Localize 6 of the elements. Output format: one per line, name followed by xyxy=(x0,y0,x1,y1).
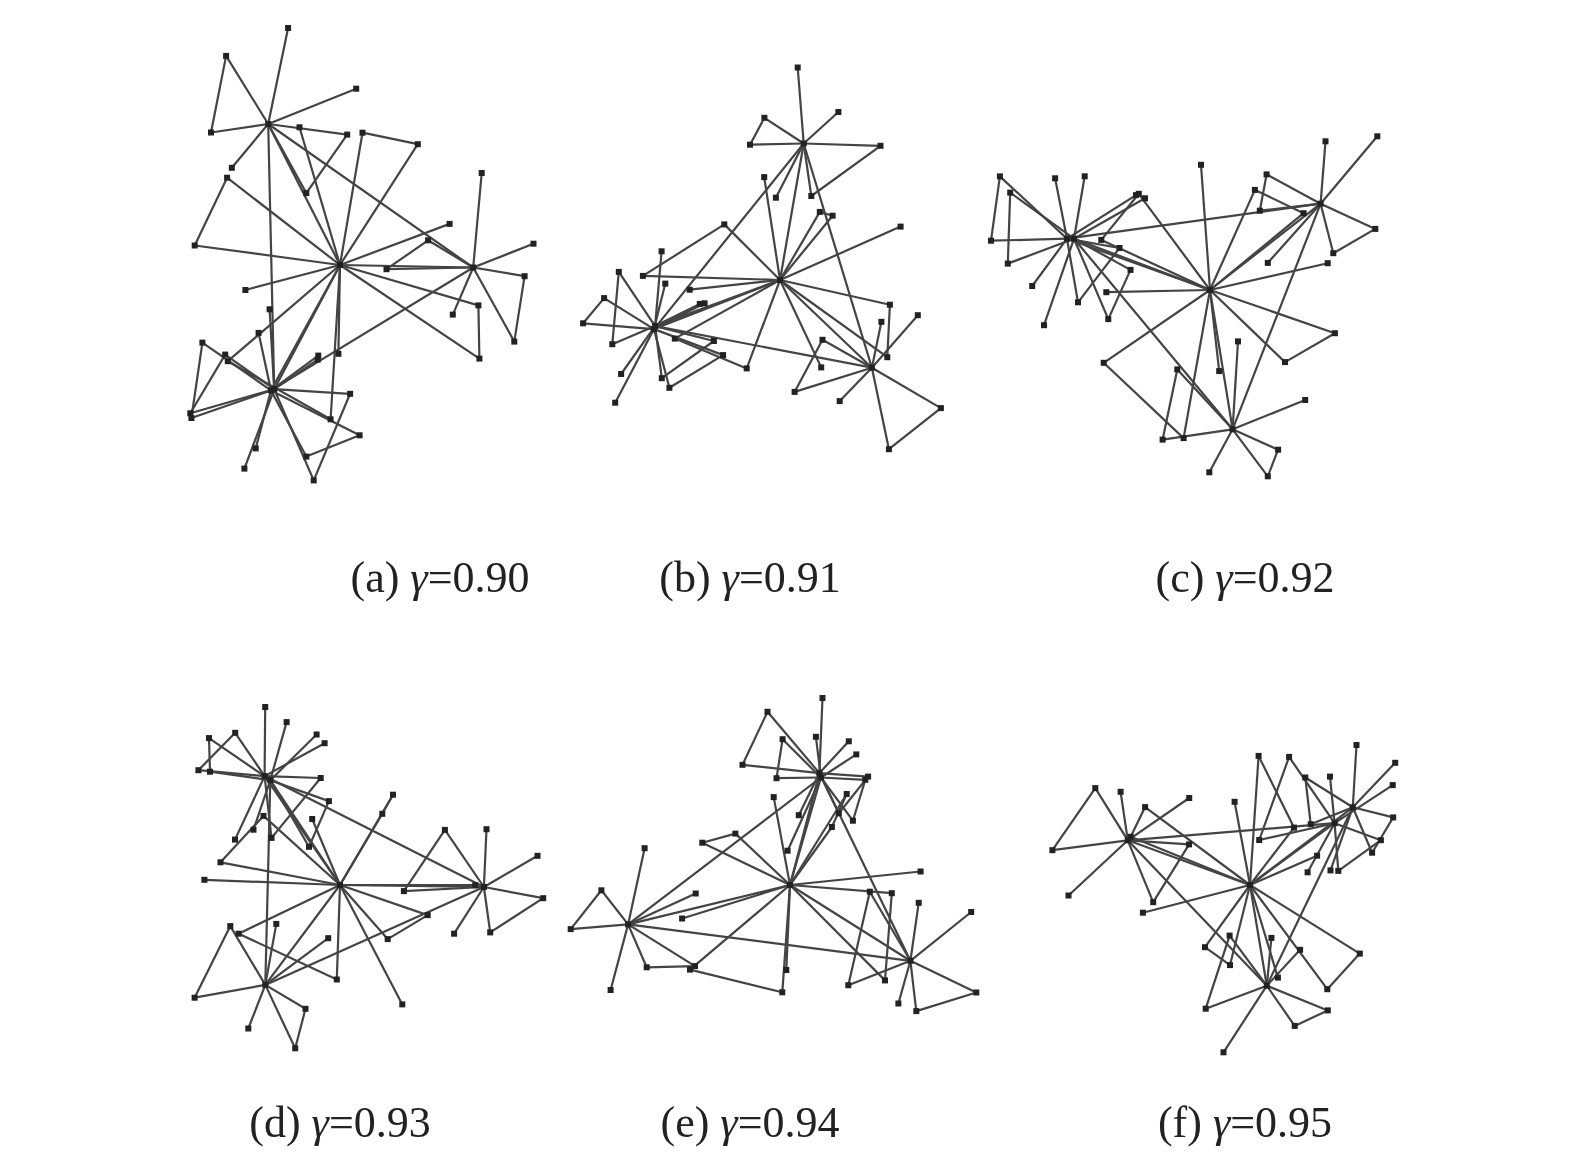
panel-caption: (e) γ=0.94 xyxy=(660,1097,840,1148)
panel-caption: (d) γ=0.93 xyxy=(249,1097,431,1148)
panel-caption: (c) γ=0.92 xyxy=(1155,552,1335,603)
panel-caption: (b) γ=0.91 xyxy=(659,552,841,603)
panel-caption: (f) γ=0.95 xyxy=(1157,1097,1333,1148)
panel-caption: (a) γ=0.90 xyxy=(350,552,530,603)
